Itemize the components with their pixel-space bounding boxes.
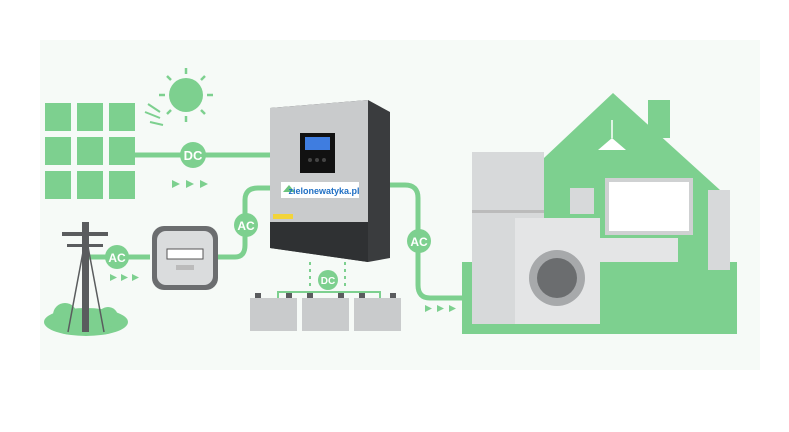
speaker-icon	[708, 190, 730, 270]
inverter-logo-text: zielonewatyka.pl	[288, 186, 359, 196]
lamp-icon	[598, 138, 626, 150]
svg-text:DC: DC	[321, 276, 335, 287]
inverter-logo: zielonewatyka.pl	[281, 182, 360, 198]
svg-text:DC: DC	[184, 148, 203, 163]
flow-arrows	[110, 180, 456, 312]
battery-bank	[250, 291, 401, 331]
dc-badge-solar: DC	[180, 142, 206, 168]
inverter: zielonewatyka.pl	[270, 100, 390, 262]
svg-text:AC: AC	[410, 235, 428, 249]
house	[462, 93, 737, 334]
power-pole-icon	[44, 222, 128, 336]
svg-text:AC: AC	[237, 219, 255, 233]
ac-badge-meter: AC	[234, 213, 258, 237]
sun-icon	[144, 68, 213, 126]
electric-meter-icon	[152, 226, 218, 290]
dc-badge-battery: DC	[318, 270, 338, 290]
svg-text:AC: AC	[108, 251, 126, 265]
ac-badge-house: AC	[407, 229, 431, 253]
microwave-icon	[570, 188, 594, 214]
solar-panel-icon	[45, 103, 135, 199]
ac-badge-grid: AC	[105, 245, 129, 269]
